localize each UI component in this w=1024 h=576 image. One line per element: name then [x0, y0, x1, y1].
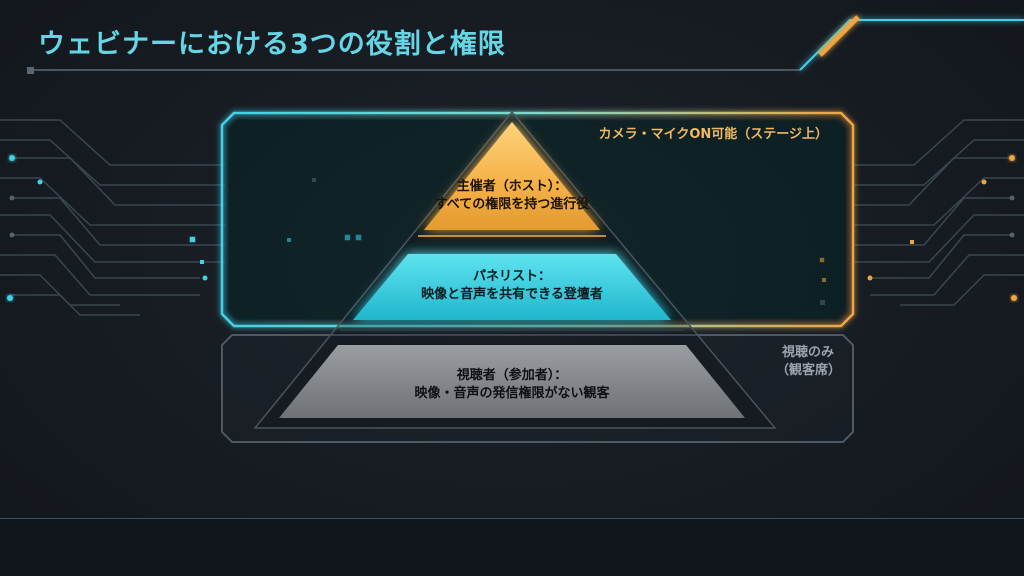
viewer-tier-label: 視聴者（参加者）： 映像・音声の発信権限がない観客: [330, 367, 694, 403]
audience-zone-label-line2: （観客席）: [776, 363, 842, 378]
slide-title: ウェビナーにおける3つの役割と権限: [38, 29, 506, 60]
panelist-tier-label: パネリスト： 映像と音声を共有できる登壇者: [350, 268, 674, 304]
stage-zone-label: カメラ・マイクON可能（ステージ上）: [598, 127, 828, 142]
panelist-role-description: 映像と音声を共有できる登壇者: [421, 287, 603, 302]
footer-bar: [0, 518, 1024, 576]
audience-zone-label-line1: 視聴のみ: [781, 345, 834, 360]
host-tier-label: 主催者（ホスト）： すべての権限を持つ進行役: [370, 178, 654, 214]
host-role-description: すべての権限を持つ進行役: [434, 197, 590, 212]
right-circuit-traces: [855, 119, 1024, 306]
viewer-tier: [279, 345, 745, 418]
panelist-tier: [353, 254, 671, 320]
panelist-role-name: パネリスト：: [472, 269, 551, 284]
header-decoration: [27, 15, 1024, 74]
left-circuit-traces: [0, 119, 225, 316]
viewer-role-name: 視聴者（参加者）：: [456, 368, 568, 383]
host-role-name: 主催者（ホスト）：: [456, 179, 568, 194]
viewer-role-description: 映像・音声の発信権限がない観客: [414, 386, 610, 401]
host-tier: [424, 122, 600, 230]
audience-zone-label: 視聴のみ （観客席）: [776, 344, 842, 380]
